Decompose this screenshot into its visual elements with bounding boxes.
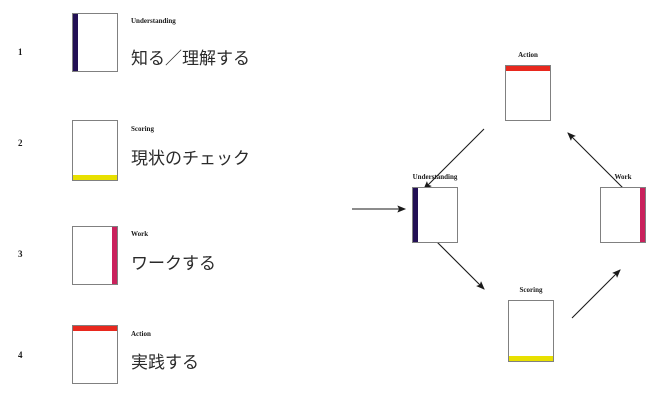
cycle-node-understanding: [412, 187, 458, 243]
cycle-node-scoring: [508, 300, 554, 362]
arrow-work-to-action: [567, 132, 630, 195]
accent-bar-work: [640, 188, 645, 242]
list-item-label-en: Work: [131, 230, 149, 238]
list-item-label-jp: ワークする: [131, 254, 216, 274]
list-item-label-en: Scoring: [131, 125, 154, 133]
list-item-index: 3: [18, 249, 23, 259]
accent-bar-scoring: [509, 356, 553, 361]
cycle-node-label-action: Action: [518, 51, 538, 59]
arrow-scoring-to-work: [571, 269, 621, 319]
accent-bar-scoring: [73, 175, 117, 180]
accent-bar-work: [112, 227, 117, 284]
arrow-understanding-to-scoring: [436, 241, 485, 290]
accent-bar-understanding: [413, 188, 418, 242]
list-item-label-jp: 知る／理解する: [131, 49, 250, 69]
list-item-label-jp: 実践する: [131, 353, 199, 373]
cycle-node-label-scoring: Scoring: [519, 286, 543, 294]
list-card-action: [72, 325, 118, 384]
list-item-label-jp: 現状のチェック: [131, 149, 250, 169]
list-item-index: 4: [18, 350, 23, 360]
cycle-node-label-work: Work: [614, 173, 632, 181]
cycle-node-work: [600, 187, 646, 243]
list-card-work: [72, 226, 118, 285]
accent-bar-understanding: [73, 14, 78, 71]
list-item-index: 1: [18, 47, 23, 57]
cycle-node-action: [505, 65, 551, 121]
list-item-label-en: Understanding: [131, 17, 176, 25]
list-card-understanding: [72, 13, 118, 72]
accent-bar-action: [506, 66, 550, 71]
cycle-node-label-understanding: Understanding: [412, 173, 458, 181]
accent-bar-action: [73, 326, 117, 331]
list-item-label-en: Action: [131, 330, 151, 338]
list-item-index: 2: [18, 138, 23, 148]
list-card-scoring: [72, 120, 118, 181]
